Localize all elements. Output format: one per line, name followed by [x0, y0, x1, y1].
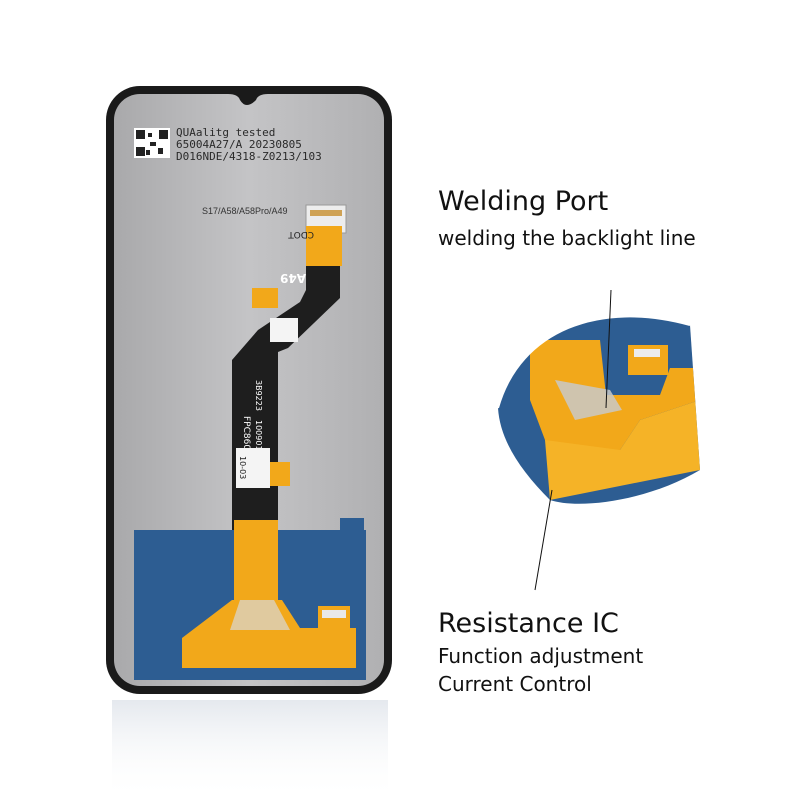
fpc-conn-code: CDOT	[288, 229, 314, 239]
qr-code	[134, 128, 170, 158]
welding-port-title: Welding Port	[438, 186, 609, 217]
sticker-line-3: D016NDE/4318-Z0213/103	[176, 150, 322, 163]
fpc-stiffener	[306, 226, 342, 266]
fpc-orange-section	[182, 520, 356, 668]
fpc-model: A49	[280, 271, 306, 285]
fpc-part-number: FPC8605-31	[241, 416, 251, 471]
fpc-ref-1: 3B9223	[254, 380, 263, 411]
fpc-white-label	[236, 448, 270, 488]
zoom-inset-border	[497, 315, 691, 409]
fpc-small-code: 10-03	[238, 456, 247, 479]
model-compat-text: S17/A58/A58Pro/A49	[202, 206, 288, 216]
sticker-line-1: QUAalitg tested	[176, 126, 275, 139]
fpc-qr-label	[270, 318, 298, 342]
notch	[228, 94, 268, 105]
welding-leader-line	[605, 289, 612, 409]
fpc-ref-2: 10090110	[254, 420, 263, 461]
sticker-line-2: 65004A27/A 20230805	[176, 138, 302, 151]
resistance-leader-line	[534, 489, 553, 591]
lcd-module: QUAalitg tested 65004A27/A 20230805 D016…	[106, 86, 392, 694]
resistance-ic-subtitle-1: Function adjustment	[438, 644, 644, 668]
resistance-ic-subtitle-2: Current Control	[438, 672, 592, 696]
resistance-ic-title: Resistance IC	[438, 608, 619, 639]
zoom-inset	[498, 316, 700, 504]
reflection	[112, 700, 388, 800]
fpc-tab	[252, 288, 278, 308]
welding-port-subtitle: welding the backlight line	[438, 226, 696, 250]
